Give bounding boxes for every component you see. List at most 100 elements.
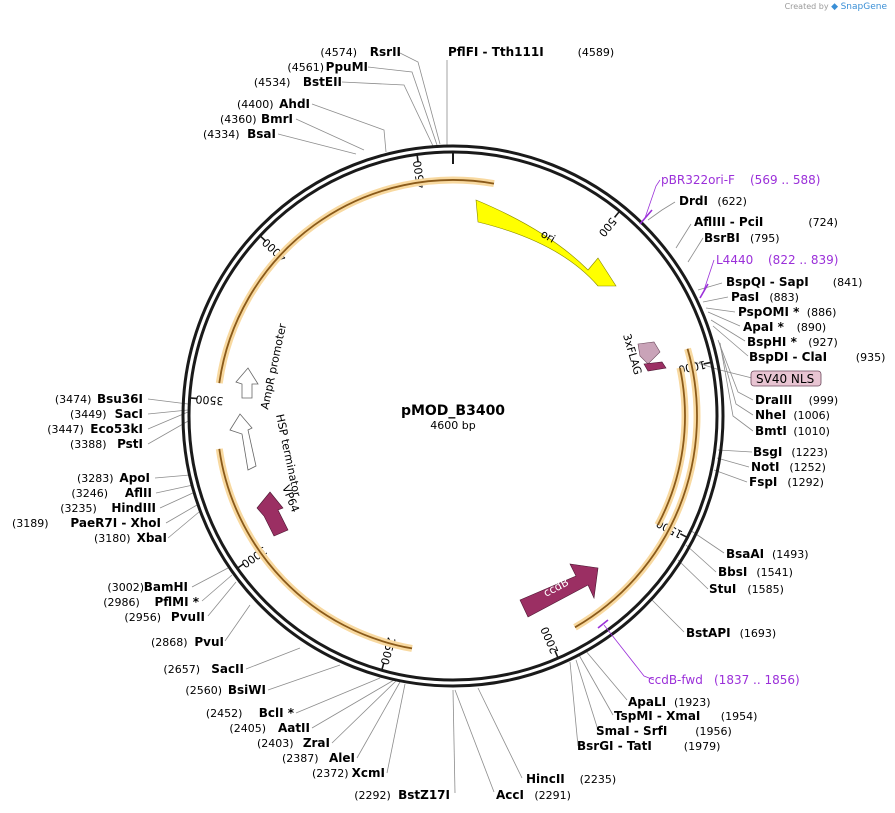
plasmid-name: pMOD_B3400 [401,403,505,419]
site-right-9[interactable]: DraIII (999) [755,393,838,407]
site-left-6[interactable]: HindIII(3235) [60,501,156,515]
site-right-10[interactable]: NheI(1006) [755,408,830,422]
site-left-12[interactable]: PvuI(2868) [151,635,224,649]
site-right-3[interactable]: BspQI - SapI(841) [726,275,862,289]
site-left-7[interactable]: PaeR7I - XhoI(3189) [12,516,161,530]
leader-smai [575,659,599,731]
site-right-4[interactable]: PasI(883) [731,290,799,304]
leader-sacii [245,647,301,670]
site-right-15[interactable]: BsaAI(1493) [726,547,809,561]
site-left-16[interactable]: AatII(2405) [229,721,310,735]
leader-alei [356,681,401,759]
vp64-feature[interactable] [256,491,289,537]
site-left-2[interactable]: Eco53kI(3447) [47,422,143,436]
ccdb-feature[interactable] [519,563,599,618]
site-left-11[interactable]: PvuII(2956) [124,610,205,624]
arc-upper-left[interactable] [218,179,495,384]
site-right-13[interactable]: NotI(1252) [751,460,826,474]
site-bottomright-2[interactable]: SmaI - SrfI(1956) [596,724,732,738]
primer-l4440-leader [703,259,715,291]
site-right-0[interactable]: DrdI(622) [679,194,747,208]
site-bottomright-5[interactable]: AccI(2291) [496,788,571,802]
site-name: DraIII [755,393,792,407]
site-bottomright-3[interactable]: BsrGI - TatI(1979) [577,739,720,753]
site-position: (999) [809,394,839,407]
leader-bsu36i [147,398,189,405]
site-position: (890) [797,321,827,334]
site-position: (4400) [237,98,274,111]
site-left-4[interactable]: ApoI(3283) [77,471,150,485]
site-position: (927) [808,336,838,349]
site-left-8[interactable]: XbaI(3180) [94,531,167,545]
site-top-0[interactable]: RsrII(4574) [320,45,401,59]
site-left-3[interactable]: PstI(3388) [70,437,143,451]
site-bottomright-4[interactable]: HincII(2235) [526,772,616,786]
site-name: PpuMI [326,60,368,74]
site-right-11[interactable]: BmtI(1010) [755,424,830,438]
site-left-19[interactable]: XcmI(2372) [312,766,385,780]
primer-ccdb-fwd-mark [597,619,609,629]
site-position: (886) [807,306,837,319]
site-top-2[interactable]: BstEII(4534) [254,75,342,89]
primer-l4440-name[interactable]: L4440 [716,253,753,267]
site-right-7[interactable]: BspHI *(927) [747,335,838,349]
site-right-2[interactable]: BsrBI(795) [704,231,780,245]
site-position: (3449) [70,408,107,421]
site-left-18[interactable]: AleI(2387) [282,751,355,765]
site-left-10[interactable]: PflMI *(2986) [103,595,199,609]
site-left-5[interactable]: AflII(3246) [71,486,152,500]
site-position: (4574) [320,46,357,59]
site-right-5[interactable]: PspOMI * (886) [738,305,836,319]
arc-lower-left[interactable] [218,448,413,650]
arc-right-inner[interactable] [657,367,686,526]
site-name: BsrBI [704,231,740,245]
primer-ccdb-fwd-name[interactable]: ccdB-fwd [648,673,703,687]
site-right-16[interactable]: BbsI(1541) [718,565,793,579]
site-left-0[interactable]: Bsu36I(3474) [55,392,143,406]
site-position: (2372) [312,767,349,780]
site-top-3[interactable]: AhdI(4400) [237,97,310,111]
hsp-terminator-feature[interactable] [229,413,257,471]
site-left-9[interactable]: BamHI(3002) [107,580,188,594]
site-right-6[interactable]: ApaI *(890) [743,320,826,334]
site-name: BsiWI [228,683,266,697]
site-right-12[interactable]: BsgI(1223) [753,445,828,459]
tick-label: 500 [596,215,619,239]
site-top-1[interactable]: PpuMI(4561) [287,60,368,74]
site-right-8[interactable]: BspDI - ClaI(935) [749,350,885,364]
site-left-17[interactable]: ZraI(2403) [257,736,330,750]
leader-xhoi [165,504,198,524]
site-name: SacI [115,407,143,421]
leader-acci [454,689,495,793]
site-top-4[interactable]: BmrI(4360) [220,112,293,126]
site-left-20[interactable]: BstZ17I(2292) [354,788,450,802]
site-bottomright-1[interactable]: TspMI - XmaI(1954) [614,709,757,723]
site-right-17[interactable]: StuI(1585) [709,582,784,596]
ampr-promoter-feature[interactable] [235,367,259,399]
arc-right-outer[interactable] [574,348,698,629]
site-left-15[interactable]: BclI *(2452) [206,706,295,720]
leader-nhei [718,341,754,416]
ori-feature[interactable] [475,199,617,287]
site-left-1[interactable]: SacI (3449) [70,407,143,421]
site-left-13[interactable]: SacII(2657) [163,662,244,676]
site-position: (1292) [787,476,824,489]
site-left-14[interactable]: BsiWI(2560) [185,683,266,697]
3xflag-arrow-1[interactable] [637,341,661,365]
3xflag-arrow-2[interactable] [643,361,667,372]
site-right-1[interactable]: AflIII - PciI(724) [694,215,838,229]
site-name: BspQI - SapI [726,275,809,289]
site-right-18[interactable]: BstAPI(1693) [686,626,776,640]
leader-afiii [155,484,194,494]
site-name: PspOMI * [738,305,800,319]
site-top-center[interactable]: PflFI - Tth111I(4589) [448,45,614,59]
primer-pbr322ori-name[interactable]: pBR322ori-F [661,173,735,187]
primer-pbr322ori-mark [639,209,653,225]
arc-lower-left-glow [215,448,413,652]
sv40-nls-box[interactable] [750,370,822,387]
site-top-5[interactable]: BsaI(4334) [203,127,276,141]
site-name: BclI * [259,706,295,720]
site-right-14[interactable]: FspI(1292) [749,475,824,489]
site-bottomright-0[interactable]: ApaLI(1923) [628,695,711,709]
site-position: (1585) [747,583,784,596]
